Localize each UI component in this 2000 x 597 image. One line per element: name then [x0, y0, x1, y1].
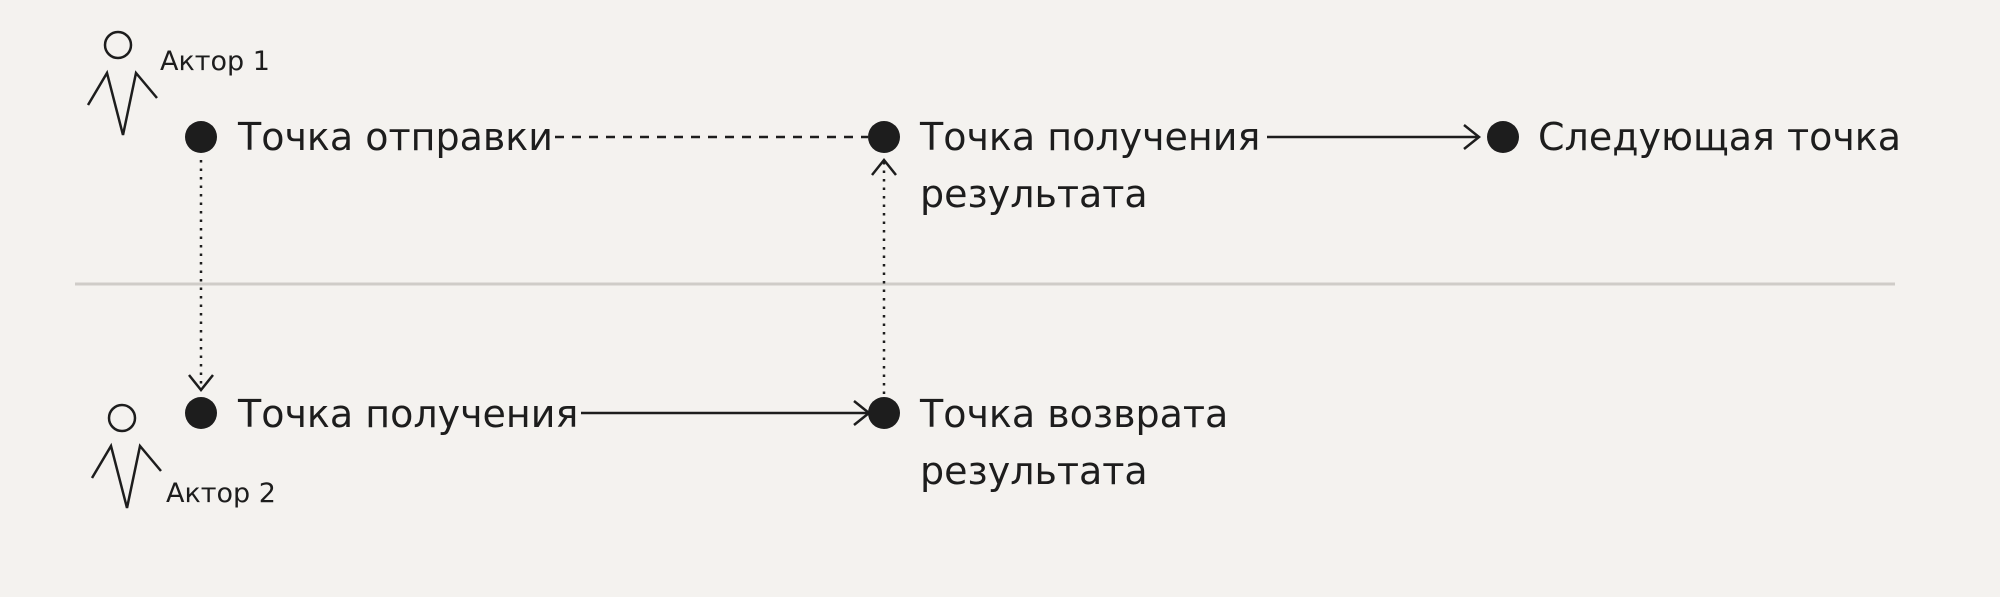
node-return-result-label-line2: результата [920, 449, 1148, 493]
actor-1: Актор 1 [86, 30, 270, 136]
edge-receive-to-return-result [581, 400, 872, 426]
node-dot [868, 397, 900, 429]
node-next-point: Следующая точка [1487, 115, 1901, 159]
node-dot [1487, 121, 1519, 153]
node-send-label: Точка отправки [237, 115, 553, 159]
node-return-result-point: Точка возврата результата [868, 392, 1228, 493]
node-dot [868, 121, 900, 153]
actor-1-label: Актор 1 [160, 46, 270, 77]
node-next-label: Следующая точка [1538, 115, 1901, 159]
node-dot [185, 397, 217, 429]
node-receive-label: Точка получения [237, 392, 578, 436]
edge-receive-result-to-next [1267, 124, 1482, 150]
node-dot [185, 121, 217, 153]
actor-2-label: Актор 2 [166, 478, 276, 509]
actor-2: Актор 2 [90, 403, 276, 509]
node-receive-point: Точка получения [185, 392, 578, 436]
edge-return-result-to-receive-result [871, 157, 897, 394]
person-icon [86, 30, 158, 136]
node-send-point: Точка отправки [185, 115, 553, 159]
node-receive-result-point: Точка получения результата [868, 115, 1260, 216]
edge-send-to-receive [188, 160, 214, 393]
node-receive-result-label-line1: Точка получения [919, 115, 1260, 159]
node-receive-result-label-line2: результата [920, 172, 1148, 216]
person-icon [90, 403, 162, 509]
node-return-result-label-line1: Точка возврата [919, 392, 1228, 436]
